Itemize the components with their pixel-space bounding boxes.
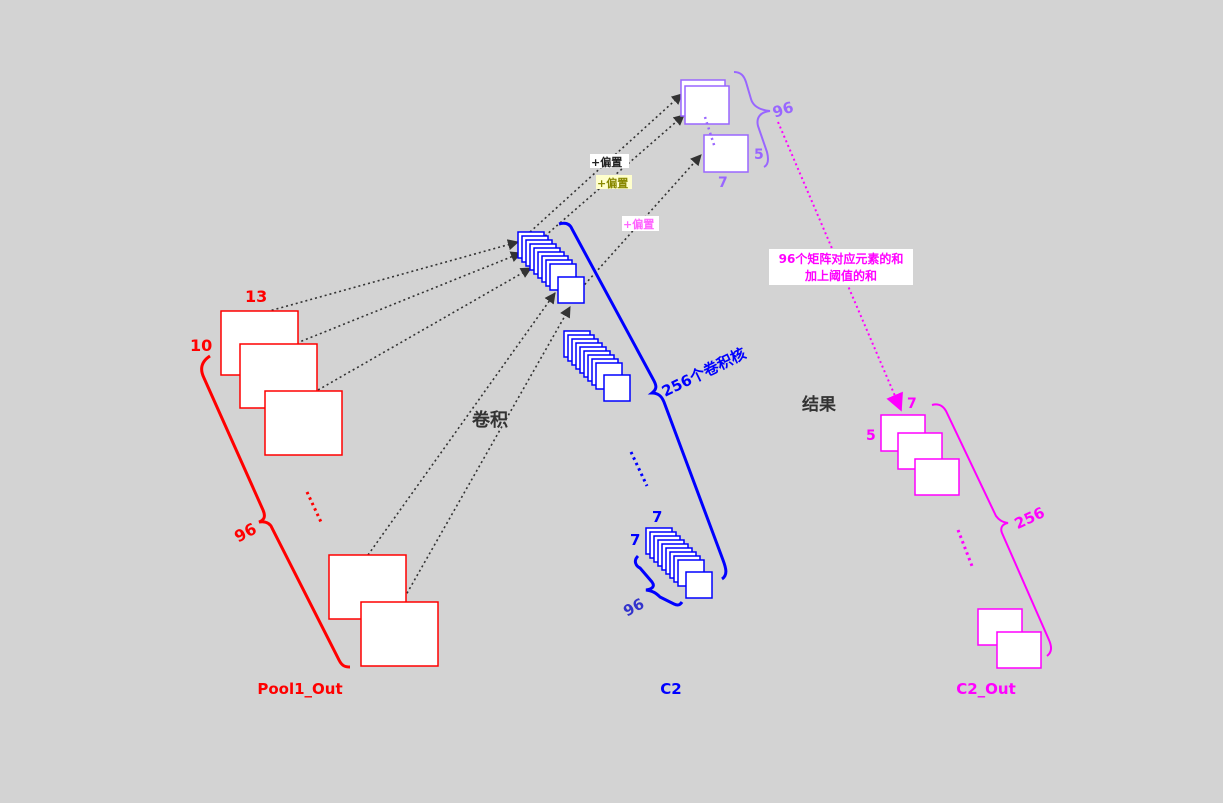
kernel-width-label: 7 xyxy=(652,508,662,526)
kernel-stack-1 xyxy=(517,231,585,304)
arrow-kernel-to-result xyxy=(544,114,685,237)
kernel-ellipsis xyxy=(629,451,649,487)
result-caption: 结果 xyxy=(802,394,836,415)
kernel-height-label: 7 xyxy=(630,531,640,549)
kernel-name: C2 xyxy=(660,680,681,698)
arrow-input-to-kernel xyxy=(317,267,532,391)
bias-tag-2: +偏置 xyxy=(596,175,632,190)
result-width-label: 7 xyxy=(718,175,728,191)
result-depth-brace xyxy=(733,71,771,168)
input-feature-maps xyxy=(220,310,439,667)
result-map xyxy=(703,134,749,173)
result-map xyxy=(684,85,730,125)
result-maps xyxy=(680,79,749,173)
kernel-depth-brace xyxy=(633,554,684,607)
sum-note-box xyxy=(769,249,913,285)
kernel xyxy=(603,374,631,402)
arrow-kernel-to-result xyxy=(577,154,702,293)
output-depth-brace xyxy=(931,403,1053,657)
input-height-label: 10 xyxy=(190,336,212,355)
arrow-input-to-kernel xyxy=(367,292,556,556)
bias-tag-label: +偏置 xyxy=(623,217,654,231)
sum-note: 96个矩阵对应元素的和 加上阈值的和 xyxy=(769,249,913,285)
kernel-stack-2 xyxy=(563,330,631,402)
output-name: C2_Out xyxy=(956,680,1016,698)
output-feature-maps xyxy=(880,414,1042,669)
bias-tag-3: +偏置 xyxy=(622,216,659,231)
arrow-input-to-kernel xyxy=(401,306,571,603)
kernel xyxy=(685,571,713,599)
output-width-label: 7 xyxy=(907,396,917,412)
output-height-label: 5 xyxy=(866,428,876,444)
arrow-input-to-kernel xyxy=(291,251,523,346)
input-width-label: 13 xyxy=(245,287,267,306)
bias-tag-label: +偏置 xyxy=(597,176,628,190)
output-map xyxy=(996,631,1042,669)
arrow-kernel-to-result xyxy=(529,93,683,233)
conv-caption: 卷积 xyxy=(471,409,508,431)
input-name: Pool1_Out xyxy=(257,680,342,698)
bias-tag-1: +偏置 xyxy=(590,154,629,169)
kernel-count-brace xyxy=(558,221,728,581)
output-map xyxy=(914,458,960,496)
kernel-stack-3 xyxy=(645,527,713,599)
input-map xyxy=(360,601,439,667)
output-ellipsis xyxy=(956,529,974,567)
sum-note-line2: 加上阈值的和 xyxy=(804,268,877,283)
sum-note-line1: 96个矩阵对应元素的和 xyxy=(779,251,904,266)
convolution-arrows xyxy=(261,93,702,603)
kernel xyxy=(557,276,585,304)
result-depth-label: 96 xyxy=(770,98,795,122)
bias-tag-label: +偏置 xyxy=(591,155,622,169)
result-height-label: 5 xyxy=(754,147,764,163)
input-map xyxy=(264,390,343,456)
input-depth-brace xyxy=(200,354,351,669)
arrow-input-to-kernel xyxy=(261,239,520,314)
